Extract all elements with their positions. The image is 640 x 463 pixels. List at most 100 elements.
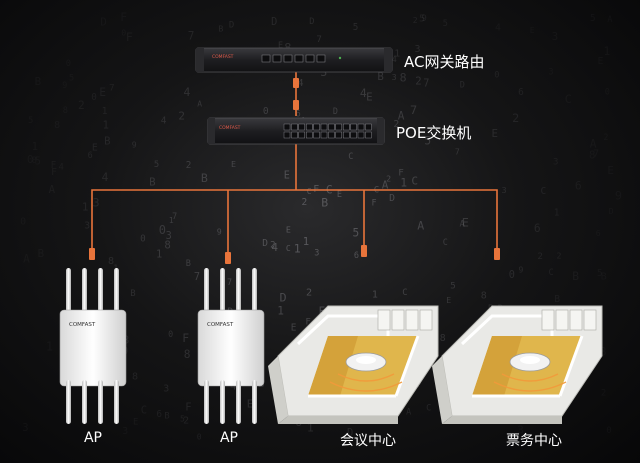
svg-text:9: 9 (422, 14, 427, 24)
poe-switch: COMFAST (207, 117, 385, 145)
svg-text:2: 2 (413, 15, 418, 25)
svg-text:4: 4 (272, 241, 278, 254)
svg-text:B: B (149, 175, 155, 188)
svg-text:A: A (197, 99, 202, 108)
svg-text:C: C (141, 405, 147, 417)
svg-text:B: B (321, 196, 328, 210)
meeting-room-furniture (377, 309, 433, 331)
svg-text:4: 4 (102, 171, 109, 184)
svg-text:0: 0 (91, 92, 97, 103)
svg-text:B: B (572, 270, 579, 283)
svg-text:5: 5 (450, 282, 455, 292)
svg-text:D: D (347, 427, 353, 439)
ticketing-center-floorplan (432, 305, 603, 424)
svg-text:8: 8 (63, 106, 68, 116)
svg-text:E: E (337, 190, 342, 200)
svg-text:5: 5 (28, 116, 33, 126)
svg-text:4: 4 (298, 78, 304, 89)
svg-text:F: F (126, 30, 133, 44)
svg-text:7: 7 (227, 277, 232, 287)
svg-text:F: F (182, 331, 189, 345)
meeting-room-signal (329, 373, 403, 392)
svg-text:8: 8 (589, 148, 596, 161)
ac-gateway-router: COMFAST (195, 47, 393, 73)
svg-text:B: B (186, 259, 191, 269)
svg-text:2: 2 (557, 251, 562, 261)
svg-text:5: 5 (353, 22, 359, 33)
svg-text:1: 1 (303, 235, 309, 248)
svg-text:D: D (333, 106, 338, 116)
svg-text:3: 3 (314, 249, 319, 259)
svg-text:6: 6 (156, 409, 162, 420)
svg-text:3: 3 (84, 221, 90, 232)
svg-text:D: D (100, 15, 107, 28)
svg-text:E: E (598, 56, 604, 67)
svg-text:7: 7 (410, 103, 417, 117)
endpoint-label-ticketing-center: 票务中心 (506, 433, 562, 449)
svg-text:E: E (278, 40, 283, 50)
svg-text:2: 2 (415, 75, 421, 88)
svg-text:F: F (398, 168, 404, 179)
svg-text:9: 9 (519, 264, 524, 274)
svg-text:D: D (309, 17, 314, 27)
svg-text:E: E (231, 159, 236, 169)
svg-text:5: 5 (597, 268, 603, 279)
svg-text:1: 1 (604, 45, 611, 58)
svg-text:7: 7 (455, 146, 460, 156)
svg-text:3: 3 (392, 72, 397, 82)
svg-text:1: 1 (400, 176, 407, 190)
svg-text:1: 1 (103, 119, 110, 132)
svg-text:D: D (271, 16, 277, 28)
svg-text:F: F (185, 402, 191, 414)
svg-text:C: C (411, 174, 418, 187)
svg-text:B: B (554, 294, 560, 305)
svg-text:A: A (607, 14, 612, 24)
svg-text:0: 0 (140, 234, 146, 245)
meeting-center-floorplan (268, 305, 439, 424)
svg-text:B: B (38, 247, 45, 260)
svg-text:6: 6 (518, 87, 524, 98)
svg-text:2: 2 (78, 99, 85, 112)
svg-text:0: 0 (509, 270, 515, 281)
svg-text:3: 3 (549, 66, 554, 76)
svg-text:E: E (366, 90, 373, 103)
svg-text:A: A (382, 179, 389, 192)
svg-text:9: 9 (132, 140, 137, 150)
ap2-brand: COMFAST (207, 322, 234, 328)
svg-text:E: E (462, 216, 469, 230)
svg-text:D: D (609, 206, 614, 216)
svg-text:1: 1 (394, 48, 400, 59)
svg-text:8: 8 (108, 256, 114, 267)
svg-text:2: 2 (601, 388, 606, 398)
svg-text:5: 5 (69, 73, 74, 83)
svg-text:2: 2 (386, 173, 391, 183)
router-brand: COMFAST (212, 54, 234, 60)
svg-text:F: F (372, 197, 377, 207)
svg-text:3: 3 (22, 422, 28, 434)
svg-text:1: 1 (169, 215, 174, 225)
ap1-antennas-bottom (66, 380, 119, 424)
svg-text:B: B (130, 289, 135, 299)
svg-text:8: 8 (481, 291, 487, 302)
svg-text:2: 2 (178, 109, 185, 122)
svg-text:C: C (541, 186, 547, 197)
svg-text:1: 1 (102, 106, 108, 117)
svg-text:6: 6 (534, 222, 541, 235)
svg-text:C: C (348, 152, 353, 162)
svg-text:1: 1 (294, 241, 301, 255)
switch-label: POE交换机 (396, 124, 472, 142)
svg-text:7: 7 (109, 83, 114, 93)
svg-text:C: C (443, 237, 448, 247)
cables (91, 72, 498, 252)
svg-text:0: 0 (20, 217, 26, 228)
svg-text:5: 5 (180, 415, 185, 424)
svg-text:0: 0 (197, 431, 202, 441)
svg-text:4: 4 (495, 22, 501, 33)
svg-text:5: 5 (419, 13, 425, 24)
svg-text:8: 8 (440, 333, 446, 344)
svg-text:E: E (607, 164, 614, 177)
svg-text:7: 7 (188, 30, 195, 43)
router-ports (261, 54, 326, 63)
router-label: AC网关路由 (404, 53, 485, 71)
svg-text:E: E (247, 397, 254, 410)
